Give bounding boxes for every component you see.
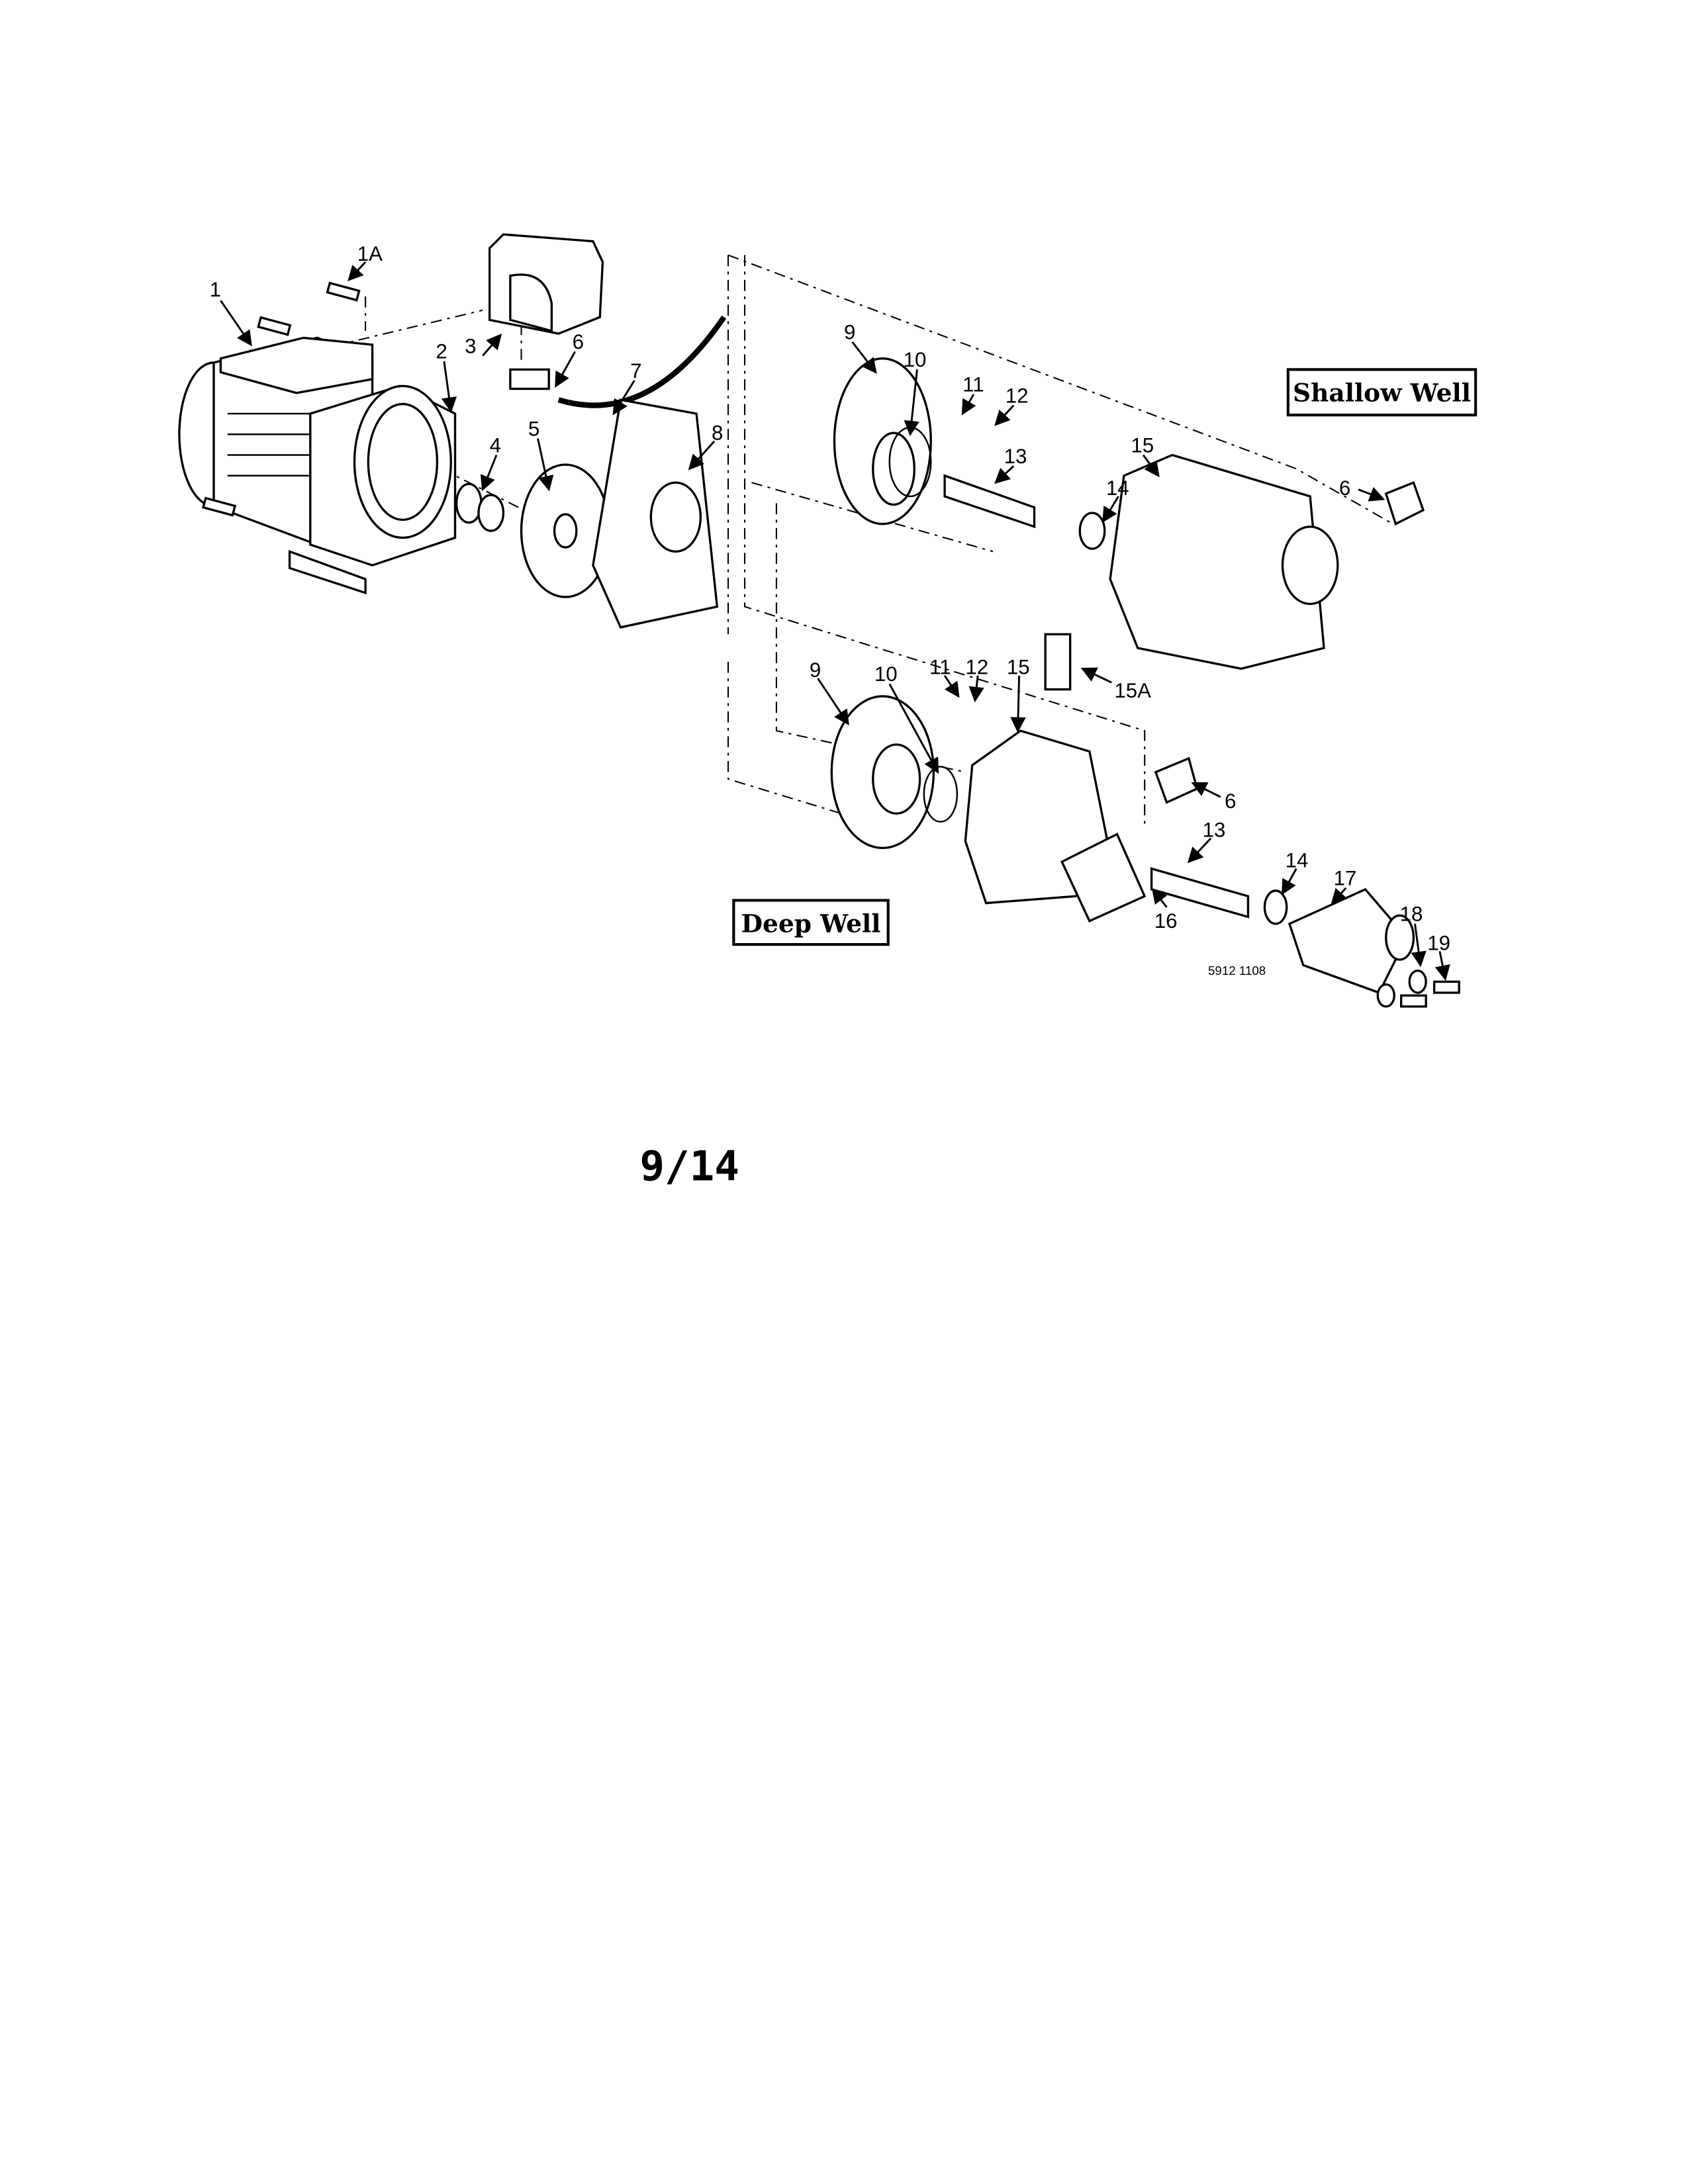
pressure-switch [488, 233, 604, 390]
callout-10-deep: 10 [874, 662, 898, 686]
callout-16: 16 [1154, 909, 1178, 933]
callout-7: 7 [630, 359, 641, 383]
callout-5: 5 [528, 417, 539, 440]
callout-10: 10 [904, 348, 927, 371]
callout-12-deep: 12 [965, 656, 988, 679]
deep-well-parts [830, 633, 1460, 1008]
bolts [201, 281, 361, 517]
callout-labels: 1 1A 2 3 4 5 6 7 8 9 10 11 12 13 14 15 6… [210, 242, 1450, 955]
callout-6: 6 [573, 330, 584, 353]
callout-1a: 1A [357, 242, 383, 265]
callout-14: 14 [1106, 477, 1129, 500]
callout-11-deep: 11 [929, 656, 951, 679]
callout-9-deep: 9 [810, 659, 821, 682]
callout-3: 3 [465, 334, 476, 357]
seal-impeller-diffuser [455, 398, 719, 629]
callout-1: 1 [210, 278, 221, 301]
callout-15-deep: 15 [1007, 656, 1030, 679]
callout-9: 9 [844, 321, 855, 344]
callout-15a: 15A [1114, 679, 1151, 702]
shallow-well-text: Shallow Well [1293, 378, 1471, 407]
callout-8: 8 [712, 422, 723, 445]
deep-well-text: Deep Well [741, 909, 881, 938]
callout-11: 11 [962, 373, 984, 396]
page-number: 9/14 [639, 1142, 739, 1190]
drawing-code: 5912 1108 [1208, 964, 1266, 978]
callout-arrows [220, 261, 1450, 981]
callout-6-deep: 6 [1225, 790, 1236, 813]
deep-well-label: Deep Well [732, 899, 890, 946]
callout-12: 12 [1006, 384, 1029, 407]
callout-2: 2 [436, 340, 447, 363]
motor [178, 336, 457, 595]
callout-14-deep: 14 [1286, 848, 1309, 872]
callout-13-deep: 13 [1203, 819, 1226, 842]
shallow-well-parts [833, 357, 1425, 670]
callout-4: 4 [490, 433, 501, 457]
callout-17: 17 [1334, 867, 1357, 890]
callout-18: 18 [1400, 903, 1423, 926]
tubing [557, 315, 727, 408]
callout-19: 19 [1427, 931, 1450, 954]
shallow-well-label: Shallow Well [1286, 368, 1477, 417]
callout-13: 13 [1004, 445, 1027, 468]
callout-6-shallow: 6 [1339, 477, 1350, 500]
callout-15: 15 [1131, 433, 1154, 457]
